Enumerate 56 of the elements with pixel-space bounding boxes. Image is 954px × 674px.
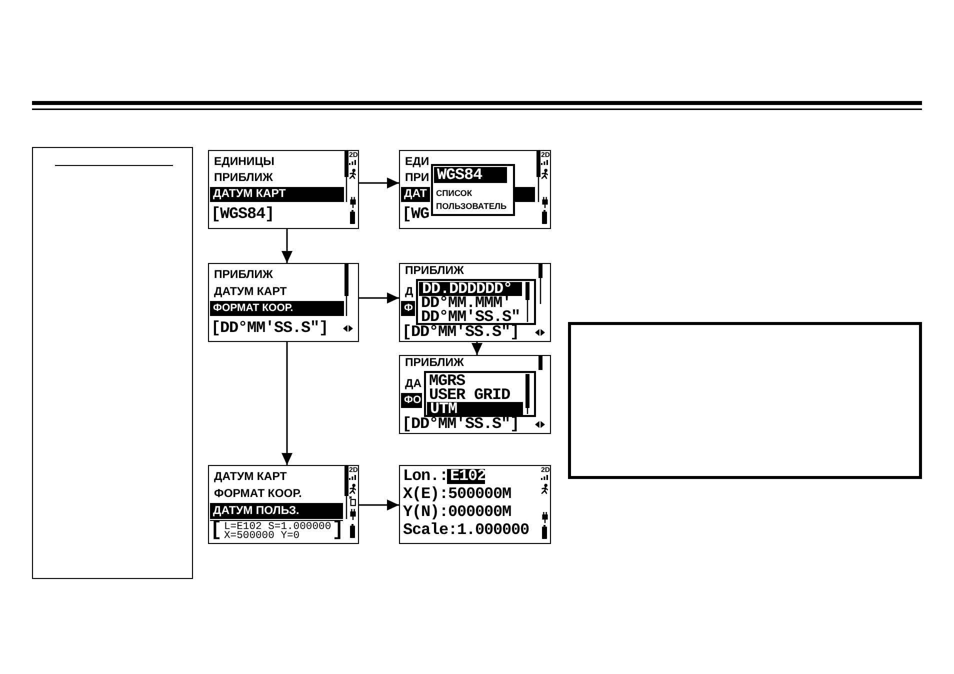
menu-item: Д xyxy=(405,285,414,300)
value-text: [DD°MM'SS.S"] xyxy=(402,325,520,340)
menu-item: ПРИБЛИЖ xyxy=(214,171,273,186)
lcd-screen xyxy=(208,150,359,229)
value-text: Y(N):000000M xyxy=(403,505,512,520)
value-text: Scale:1.000000 xyxy=(403,523,530,538)
arrow xyxy=(282,342,292,465)
menu-item: USER GRID xyxy=(429,388,510,403)
lcd-screen xyxy=(399,150,551,229)
value-text: [DD°MM'SS.S"] xyxy=(211,321,328,336)
selected-menu-item: Ф xyxy=(401,301,415,316)
value-text: X(E):500000M xyxy=(403,487,512,502)
value-text: [WG xyxy=(402,207,430,222)
value-text: [WGS84] xyxy=(211,207,274,222)
menu-item: СПИСОК xyxy=(436,187,472,199)
menu-item: ЕДИ xyxy=(405,155,430,170)
selected-menu-item: DD.DDDDDD° xyxy=(419,282,522,296)
parameter-text: X=500000 Y=0 xyxy=(224,532,300,541)
selected-menu-item: ДАТ xyxy=(401,187,430,202)
popup-menu xyxy=(416,279,536,325)
empty-panel xyxy=(568,322,922,479)
value-text: [DD°MM'SS.S"] xyxy=(402,417,520,432)
selected-menu-item: ФО xyxy=(401,393,422,408)
arrow xyxy=(359,500,399,510)
selected-menu-item: ДАТУМ КАРТ xyxy=(210,187,344,202)
lcd-screen xyxy=(208,465,359,544)
selected-menu-item: ДАТУМ ПОЛЬЗ. xyxy=(210,503,343,519)
menu-item: ДАТУМ КАРТ xyxy=(214,285,287,300)
arrow xyxy=(472,342,482,355)
arrow xyxy=(359,178,399,188)
menu-item: DD°MM'SS.S" xyxy=(421,310,520,325)
popup-menu xyxy=(431,164,515,216)
menu-item: ПРИБЛИЖ xyxy=(405,356,464,371)
menu-item: ФОРМАТ КООР. xyxy=(214,487,302,502)
menu-item: ЕДИНИЦЫ xyxy=(214,155,274,170)
menu-item: ПРИ xyxy=(405,171,430,186)
selected-menu-item: UTM xyxy=(427,402,523,416)
selected-menu-item: WGS84 xyxy=(434,167,507,183)
popup-menu xyxy=(424,371,536,417)
menu-item: ДАТУМ КАРТ xyxy=(214,470,287,485)
arrow xyxy=(282,229,292,263)
arrow xyxy=(359,292,399,304)
parameter-text: L=E102 S=1.000000 xyxy=(224,523,332,532)
menu-item: ПОЛЬЗОВАТЕЛЬ xyxy=(436,200,507,212)
lcd-screen xyxy=(399,465,551,544)
empty-panel xyxy=(32,147,193,579)
menu-item: ДА xyxy=(405,377,422,392)
selected-menu-item: ФОРМАТ КООР. xyxy=(210,301,344,316)
selected-value: E102 xyxy=(447,469,485,484)
menu-item: ПРИБЛИЖ xyxy=(405,264,464,279)
field-label: Lon.: xyxy=(403,469,448,484)
menu-item: MGRS xyxy=(429,374,466,389)
lcd-screen xyxy=(399,355,551,434)
menu-item: ПРИБЛИЖ xyxy=(214,268,273,283)
lcd-screen xyxy=(399,263,551,342)
lcd-screen xyxy=(208,263,359,342)
